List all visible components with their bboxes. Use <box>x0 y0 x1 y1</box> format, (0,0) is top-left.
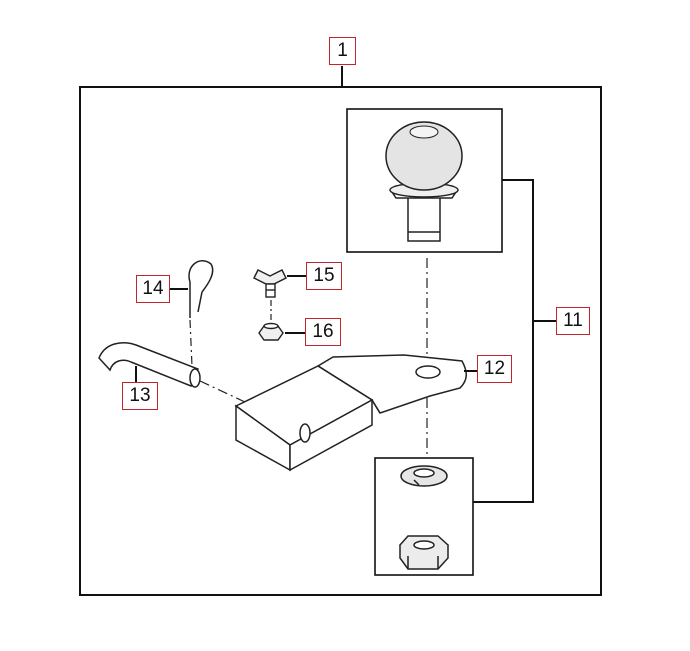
kit-frame <box>79 86 602 596</box>
wing-bolt <box>253 269 287 298</box>
hitch-pin <box>98 342 201 388</box>
callout-12[interactable]: 12 <box>477 355 512 383</box>
callout-15[interactable]: 15 <box>306 262 342 290</box>
hitch-ball <box>385 121 463 242</box>
callout-14[interactable]: 14 <box>136 275 170 303</box>
hex-nut <box>399 535 450 570</box>
callout-11[interactable]: 11 <box>556 307 590 335</box>
receiver-tube <box>234 365 374 472</box>
flange-nut <box>258 322 284 341</box>
clip-centre-line <box>189 319 193 367</box>
callout-13[interactable]: 13 <box>122 382 158 410</box>
hair-pin-clip <box>188 260 214 318</box>
lock-washer <box>400 465 448 487</box>
bracket-11 <box>473 179 534 503</box>
pin-centre-line <box>199 380 246 403</box>
callout-16[interactable]: 16 <box>305 318 341 346</box>
callout-1[interactable]: 1 <box>329 37 356 65</box>
